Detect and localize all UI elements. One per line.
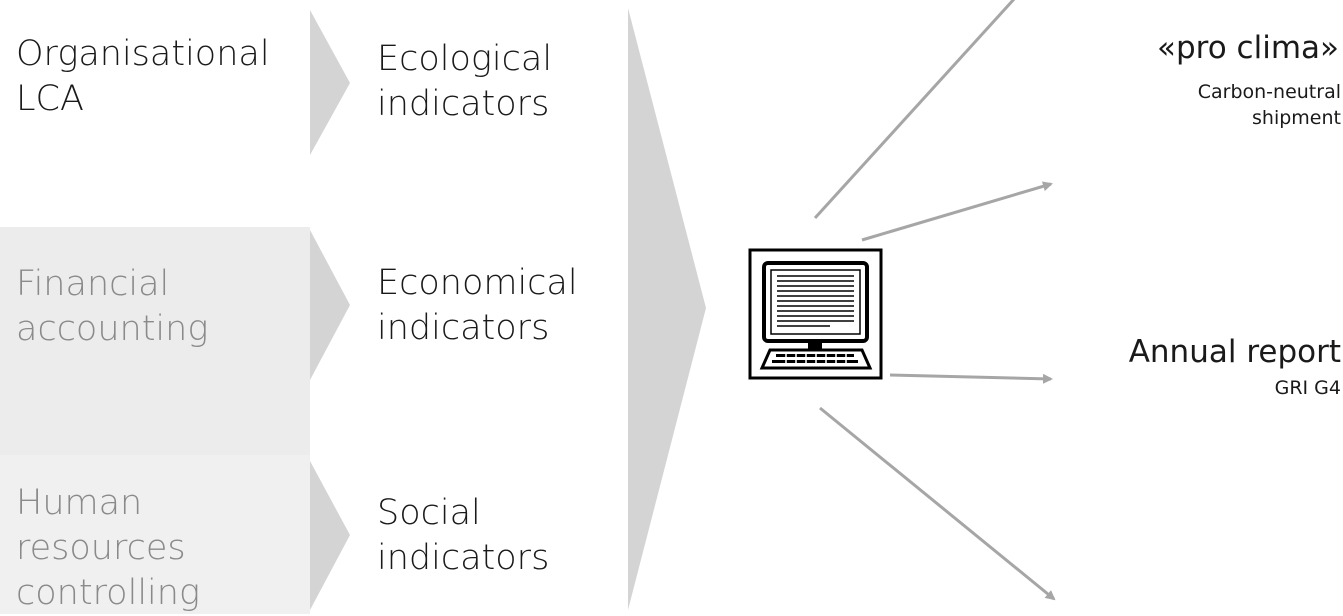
indicator-label-line: Ecological [377, 39, 553, 79]
source-label-line: controlling [16, 573, 200, 613]
source-label-line: resources [16, 528, 186, 568]
source-organisational-lca: Organisational LCA [16, 32, 270, 122]
source-label-line: Organisational [16, 34, 270, 74]
chevron-economical [310, 230, 350, 380]
indicator-label-line: indicators [377, 84, 550, 124]
computer-icon [748, 248, 883, 380]
arrow-line-top [813, 0, 1016, 220]
output-subtitle-line: Carbon-neutral [1197, 81, 1341, 103]
chevron-ecological [310, 10, 350, 155]
indicator-label-line: Social [377, 493, 481, 533]
main-chevron [628, 8, 706, 610]
chevron-social [310, 461, 350, 610]
source-financial-accounting: Financial accounting [16, 262, 208, 352]
arrow-pro-clima [861, 181, 1053, 242]
source-label-line: LCA [16, 79, 84, 119]
source-label-line: Financial [16, 264, 170, 304]
indicator-label-line: Economical [377, 263, 578, 303]
indicator-label-line: indicators [377, 538, 550, 578]
indicator-ecological: Ecological indicators [377, 37, 552, 127]
output-subtitle-line: GRI G4 [1274, 377, 1341, 399]
indicator-economical: Economical indicators [377, 261, 578, 351]
indicator-label-line: indicators [377, 308, 550, 348]
source-label-line: Human [16, 483, 143, 523]
source-label-line: accounting [16, 309, 209, 349]
human-resources-panel [0, 455, 310, 614]
output-pro-clima-title: «pro clima» [1157, 30, 1339, 66]
output-annual-report-title: Annual report [1128, 334, 1341, 370]
arrow-line-bottom [819, 406, 1056, 601]
source-human-resources-controlling: Human resources controlling [16, 481, 200, 616]
output-pro-clima-subtitle: Carbon-neutral shipment [1198, 79, 1341, 131]
output-annual-report-subtitle: GRI G4 [1275, 375, 1341, 401]
indicator-social: Social indicators [377, 491, 549, 581]
output-subtitle-line: shipment [1252, 107, 1341, 129]
arrow-annual-report [889, 373, 1053, 384]
financial-accounting-panel [0, 227, 310, 455]
